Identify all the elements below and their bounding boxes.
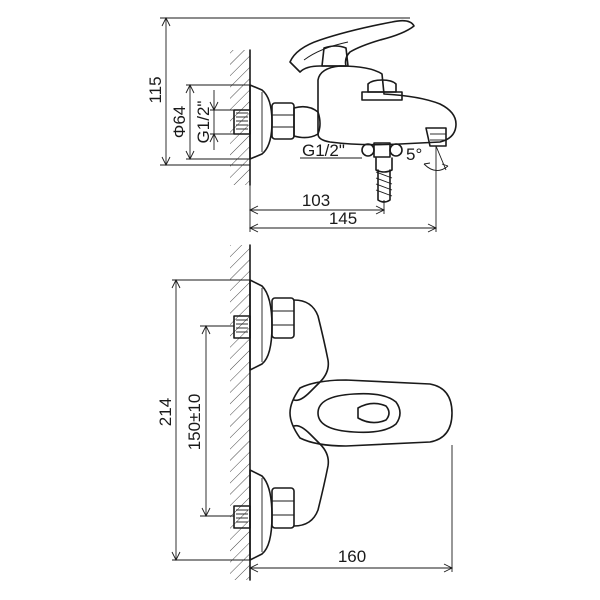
side-view: [160, 16, 457, 233]
label-phi64: Φ64: [170, 106, 189, 138]
dim-103: [248, 185, 386, 232]
front-upper-escutcheon: [249, 279, 273, 371]
front-faucet-body: [293, 299, 330, 527]
front-handle-housing: [289, 379, 453, 447]
label-150: 150±10: [185, 394, 204, 451]
label-115: 115: [146, 76, 165, 103]
spout-angle-indicator: [423, 145, 449, 172]
label-103: 103: [302, 191, 330, 210]
front-view: [171, 244, 454, 581]
side-spout-outlet: [425, 127, 447, 147]
front-lever-handle: [317, 392, 401, 434]
dim-145: [248, 172, 438, 233]
front-view-wall: [230, 245, 250, 580]
front-lower-nut: [271, 487, 295, 529]
side-lever-handle: [289, 19, 415, 73]
dim-phi64: [185, 83, 250, 161]
dim-160: [248, 445, 454, 573]
dim-g12-inlet: [209, 90, 234, 150]
label-160: 160: [338, 547, 366, 566]
label-214: 214: [156, 398, 175, 426]
dim-214: [171, 278, 250, 562]
side-shower-outlet: [361, 142, 403, 203]
front-upper-nut: [271, 297, 295, 339]
label-g12-outlet: G1/2": [302, 141, 345, 160]
side-hex-nut: [271, 102, 295, 140]
label-5deg: 5°: [406, 145, 422, 164]
side-escutcheon: [249, 84, 273, 160]
front-lower-escutcheon: [249, 469, 273, 561]
dim-115: [160, 16, 410, 167]
side-faucet-body: [293, 105, 321, 139]
side-view-wall: [230, 50, 250, 185]
side-diverter-knob: [367, 79, 397, 93]
label-145: 145: [329, 209, 357, 228]
label-g12-inlet: G1/2": [194, 101, 213, 144]
dim-150: [200, 324, 234, 518]
